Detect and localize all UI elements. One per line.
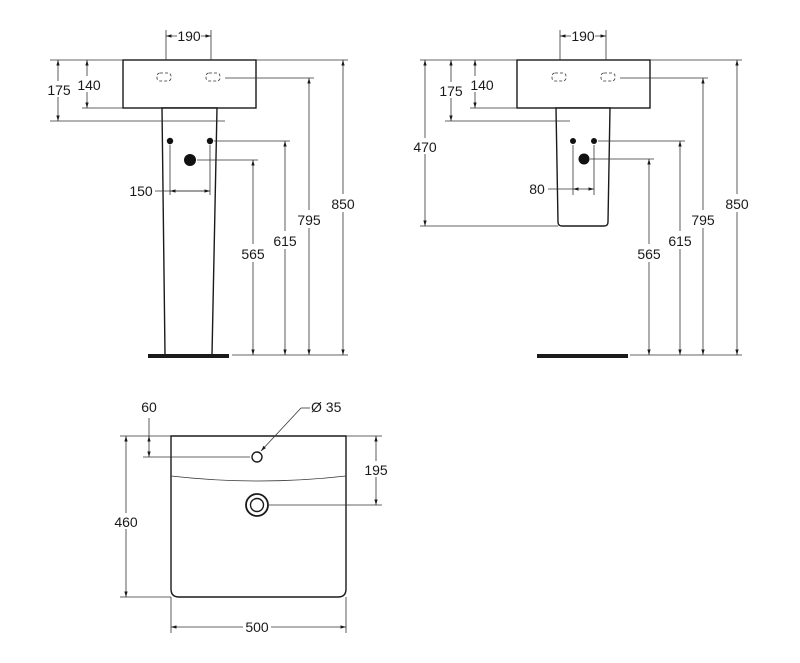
dim-basin-top-to-hole: 175 (439, 83, 463, 99)
dim-depth: 460 (114, 514, 138, 530)
tap-hole-left (551, 72, 567, 82)
dim-hole-to-waste: 195 (364, 462, 388, 478)
dim-height-supply: 615 (668, 233, 692, 249)
waste-inner-ring (249, 497, 265, 513)
dim-pedestal-hole-spacing: 150 (129, 183, 153, 199)
dim-basin-top-to-hole-inner: 140 (77, 77, 101, 93)
dim-height-hole: 795 (691, 212, 715, 228)
dim-height-waste: 565 (637, 246, 661, 262)
dim-semi-pedestal-height: 470 (413, 139, 437, 155)
dim-width-between-holes: 190 (177, 28, 201, 44)
fixing-hole-right (206, 137, 214, 145)
semi-pedestal-body (555, 107, 611, 227)
dim-height-hole: 795 (297, 212, 321, 228)
tap-hole-right (205, 72, 221, 82)
basin-body (122, 59, 257, 109)
dim-hole-offset: 60 (141, 399, 157, 415)
top-view: 60 Ø 35 195 460 500 (112, 399, 389, 635)
dim-pedestal-hole-spacing: 80 (529, 181, 545, 197)
dim-width-between-holes: 190 (571, 28, 595, 44)
front-view-semi-pedestal: 190 470 175 140 80 565 615 (411, 27, 750, 358)
dim-basin-top-to-hole-inner: 140 (470, 77, 494, 93)
basin-body (516, 59, 651, 109)
dim-height-total: 850 (725, 196, 749, 212)
tap-hole-right (600, 72, 616, 82)
tap-hole-left (156, 72, 172, 82)
dim-hole-diameter: Ø 35 (311, 399, 342, 415)
fixing-hole-left (166, 137, 174, 145)
fixing-hole-left (570, 138, 576, 144)
waste-outlet (184, 154, 196, 166)
dim-height-waste: 565 (241, 246, 265, 262)
dim-height-supply: 615 (273, 233, 297, 249)
waste-outlet (578, 153, 590, 165)
dim-width: 500 (245, 619, 269, 635)
front-view-full-pedestal: 190 175 140 150 565 615 795 850 (47, 27, 356, 358)
tap-hole (251, 451, 263, 463)
fixing-hole-right (591, 138, 597, 144)
basin-inner-rim (170, 475, 347, 482)
dim-basin-top-to-hole: 175 (47, 82, 71, 98)
dim-height-total: 850 (331, 196, 355, 212)
